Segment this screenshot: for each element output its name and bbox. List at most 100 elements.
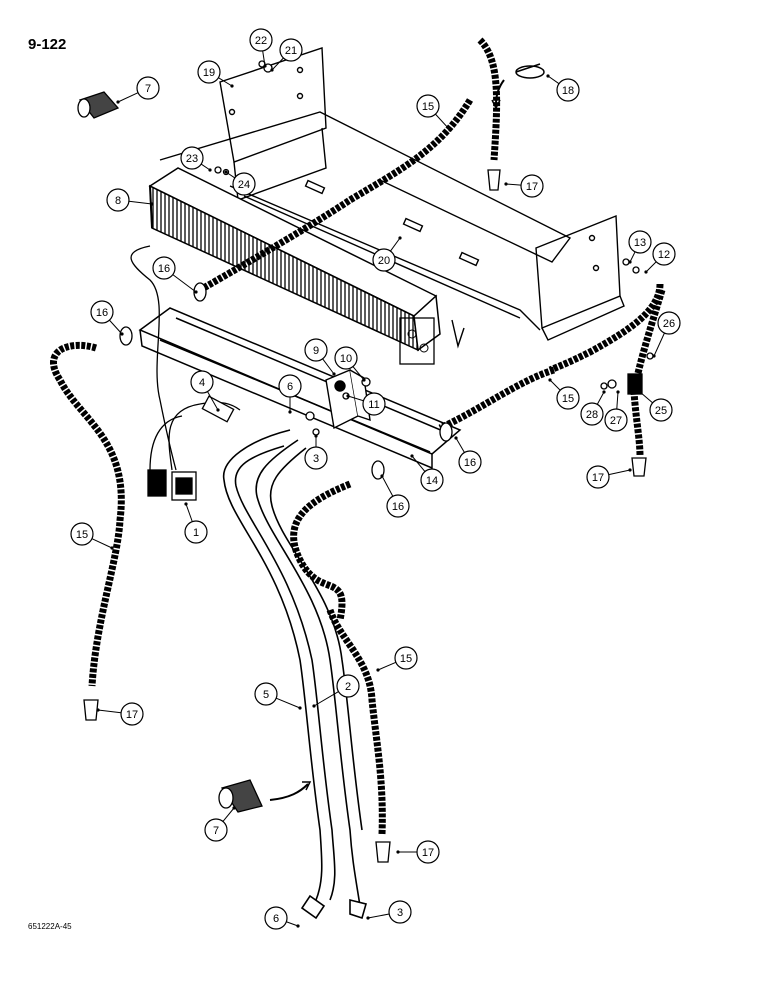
callout-balloon: [394, 646, 418, 670]
callout-22: 22: [249, 28, 273, 68]
leader-arrowhead: [362, 378, 366, 382]
leader-arrowhead: [208, 168, 212, 172]
callout-balloon: [70, 522, 94, 546]
leader-arrowhead: [232, 806, 236, 810]
callout-20: 20: [372, 236, 402, 272]
callout-balloon: [652, 242, 676, 266]
callout-balloon: [197, 60, 221, 84]
leader-line: [616, 391, 619, 410]
callout-number: 3: [313, 453, 319, 465]
leader-arrowhead: [332, 372, 336, 376]
leader-arrowhead: [194, 290, 198, 294]
callout-21: 21: [270, 38, 303, 72]
callout-number: 7: [145, 83, 151, 95]
callout-number: 10: [340, 353, 352, 365]
leader-arrowhead: [270, 68, 274, 72]
callout-balloon: [362, 392, 386, 416]
leader-line: [97, 709, 122, 714]
callout-number: 15: [76, 529, 88, 541]
leader-arrowhead: [628, 468, 632, 472]
leader-line: [377, 661, 397, 671]
callout-number: 26: [663, 318, 675, 330]
callout-number: 13: [634, 237, 646, 249]
leader-line: [275, 697, 301, 709]
leader-line: [218, 77, 233, 87]
callout-7: 7: [204, 806, 236, 842]
evaporator-core: [148, 167, 441, 365]
callout-13: 13: [628, 230, 652, 264]
leader-arrowhead: [346, 394, 350, 398]
leader-arrowhead: [638, 390, 642, 394]
leader-arrowhead: [448, 128, 452, 132]
callout-balloon: [204, 818, 228, 842]
callout-balloon: [649, 398, 673, 422]
callout-15: 15: [376, 646, 418, 672]
leader-line: [271, 57, 284, 71]
leader-arrowhead: [110, 546, 114, 550]
callout-balloon: [556, 386, 580, 410]
leader-arrowhead: [312, 704, 316, 708]
callout-number: 21: [285, 45, 297, 57]
leader-line: [207, 391, 219, 411]
callout-balloon: [120, 702, 144, 726]
leader-arrowhead: [314, 434, 318, 438]
callout-number: 2: [345, 681, 351, 693]
callout-balloon: [278, 374, 302, 398]
callout-balloon: [420, 468, 444, 492]
callout-balloon: [604, 408, 628, 432]
leader-arrowhead: [296, 924, 300, 928]
leader-line: [653, 332, 665, 357]
leader-line: [608, 469, 631, 476]
callout-number: 17: [592, 472, 604, 484]
leader-arrowhead: [224, 170, 228, 174]
leader-line: [547, 75, 560, 85]
callout-16: 16: [454, 436, 482, 474]
leader-arrowhead: [652, 354, 656, 358]
callout-number: 14: [426, 475, 438, 487]
callout-balloon: [304, 446, 328, 470]
callout-balloon: [416, 94, 440, 118]
leader-line: [222, 807, 235, 822]
callout-number: 18: [562, 85, 574, 97]
callout-16: 16: [152, 256, 198, 294]
callout-balloon: [264, 906, 288, 930]
callout-number: 5: [263, 689, 269, 701]
hose-clamp: [491, 63, 545, 110]
thermostat-switch: [130, 245, 241, 501]
callout-balloon: [279, 38, 303, 62]
leader-line: [596, 391, 605, 405]
callout-6: 6: [264, 906, 300, 930]
callout-number: 16: [96, 307, 108, 319]
leader-line: [322, 358, 335, 375]
callout-27: 27: [604, 390, 628, 432]
leader-arrowhead: [644, 270, 648, 274]
leader-line: [200, 163, 211, 171]
callout-number: 15: [562, 393, 574, 405]
page-number: 9-122: [28, 36, 67, 53]
leader-line: [91, 538, 113, 549]
drain-caps: [83, 169, 647, 863]
callout-17: 17: [504, 174, 544, 198]
leader-line: [286, 921, 299, 927]
callout-balloon: [304, 338, 328, 362]
leader-line: [549, 379, 561, 391]
callout-number: 16: [158, 263, 170, 275]
callout-balloon: [657, 311, 681, 335]
leader-line: [225, 171, 236, 179]
leader-arrowhead: [602, 390, 606, 394]
leader-arrowhead: [150, 202, 154, 206]
leader-arrowhead: [504, 182, 508, 186]
callout-balloon: [180, 146, 204, 170]
callout-number: 16: [392, 501, 404, 513]
callout-number: 9: [313, 345, 319, 357]
callout-number: 24: [238, 179, 250, 191]
callout-3: 3: [366, 900, 412, 924]
callout-number: 23: [186, 153, 198, 165]
leader-line: [128, 200, 153, 205]
callout-number: 28: [586, 409, 598, 421]
callout-balloon: [388, 900, 412, 924]
leader-arrowhead: [410, 454, 414, 458]
leader-line: [411, 455, 426, 472]
leader-arrowhead: [380, 474, 384, 478]
